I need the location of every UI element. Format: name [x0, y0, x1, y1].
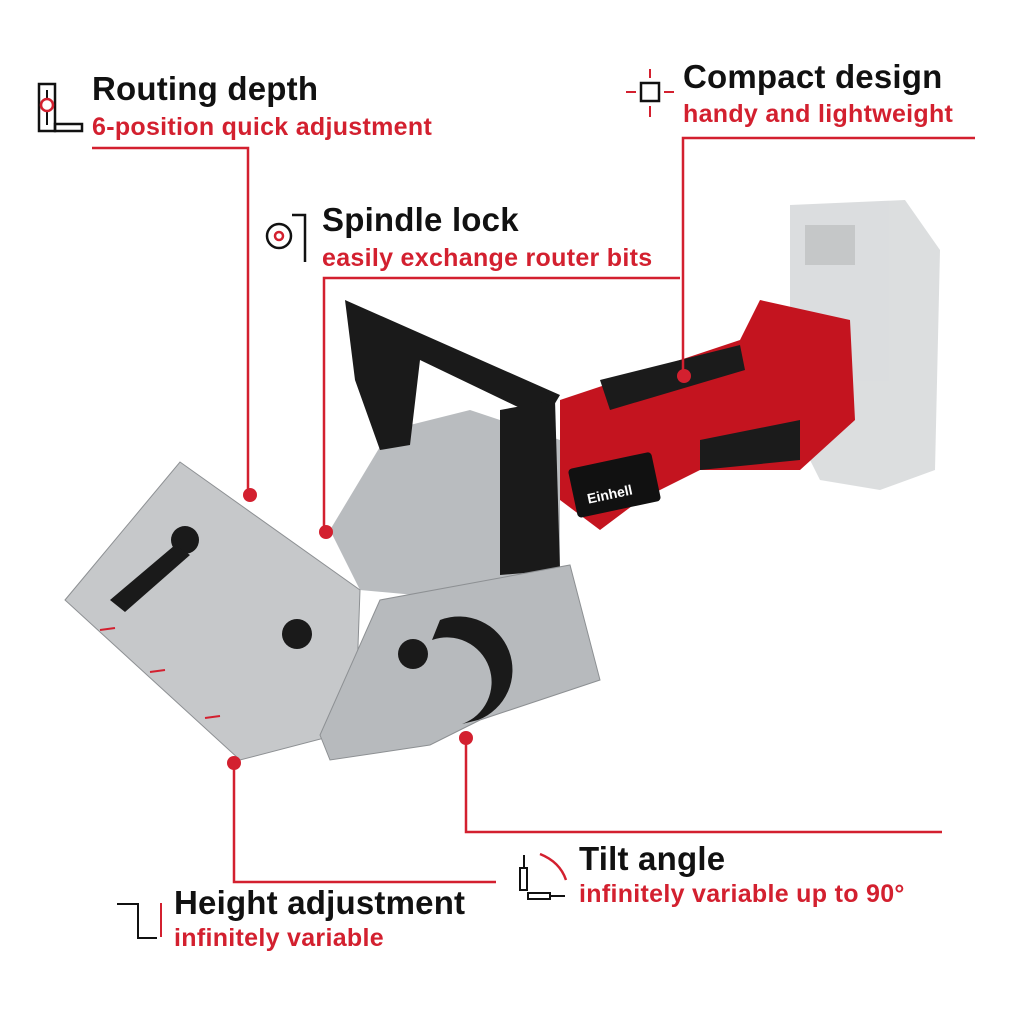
compact-design-icon [626, 69, 674, 117]
tilt-angle-icon [519, 852, 568, 900]
callout-dots [227, 369, 691, 770]
height-adjustment-icon [117, 903, 162, 939]
feature-title: Spindle lock [322, 201, 519, 238]
feature-subtitle: handy and lightweight [683, 100, 954, 128]
feature-subtitle: easily exchange router bits [322, 244, 653, 272]
callout-lines [92, 136, 975, 884]
fence-plate [64, 461, 361, 761]
depth-gauge-icon [37, 82, 84, 133]
d-handle [345, 300, 560, 450]
feature-title: Tilt angle [579, 840, 726, 877]
base-body [319, 564, 601, 761]
feature-title: Height adjustment [174, 884, 466, 921]
feature-subtitle: 6-position quick adjustment [92, 113, 433, 141]
feature-title: Compact design [683, 58, 943, 95]
feature-title: Routing depth [92, 70, 319, 107]
spindle-lock-icon [265, 213, 307, 262]
feature-subtitle: infinitely variable [174, 924, 384, 952]
feature-subtitle: infinitely variable up to 90° [579, 880, 905, 908]
